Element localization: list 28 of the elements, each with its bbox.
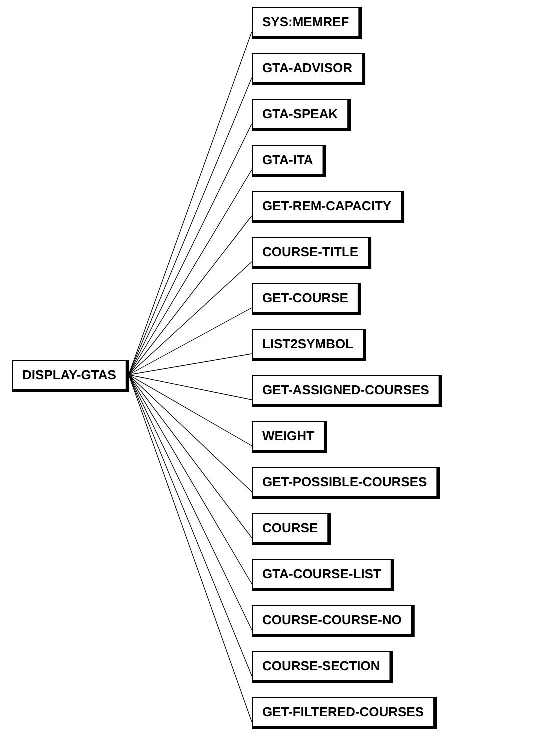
connector-line [128,374,252,446]
function-box: GET-REM-CAPACITY [252,191,405,224]
connector-line [128,354,252,376]
function-box: COURSE-SECTION [252,651,394,684]
connector-line [128,374,252,538]
function-box: COURSE-TITLE [252,237,372,270]
function-box: DISPLAY-GTAS [12,360,130,392]
function-box: GET-POSSIBLE-COURSES [252,467,440,500]
connector-line [128,216,252,376]
function-box: GET-ASSIGNED-COURSES [252,375,442,408]
function-box: SYS:MEMREF [252,7,362,40]
function-box: GET-COURSE [252,283,362,316]
connector-line [128,374,252,400]
connector-line [128,308,252,376]
function-box: WEIGHT [252,421,328,454]
connector-line [128,262,252,376]
connector-line [128,170,252,376]
connector-line [128,374,252,492]
function-box: GTA-ITA [252,145,326,178]
connector-line [128,374,252,630]
function-box: COURSE-COURSE-NO [252,605,415,638]
function-box: LIST2SYMBOL [252,329,366,362]
function-box: GTA-ADVISOR [252,53,366,86]
function-box: GET-FILTERED-COURSES [252,697,438,730]
function-box: GTA-SPEAK [252,99,352,132]
function-box: COURSE [252,513,332,546]
connector-line [128,374,252,584]
function-box: GTA-COURSE-LIST [252,559,394,592]
